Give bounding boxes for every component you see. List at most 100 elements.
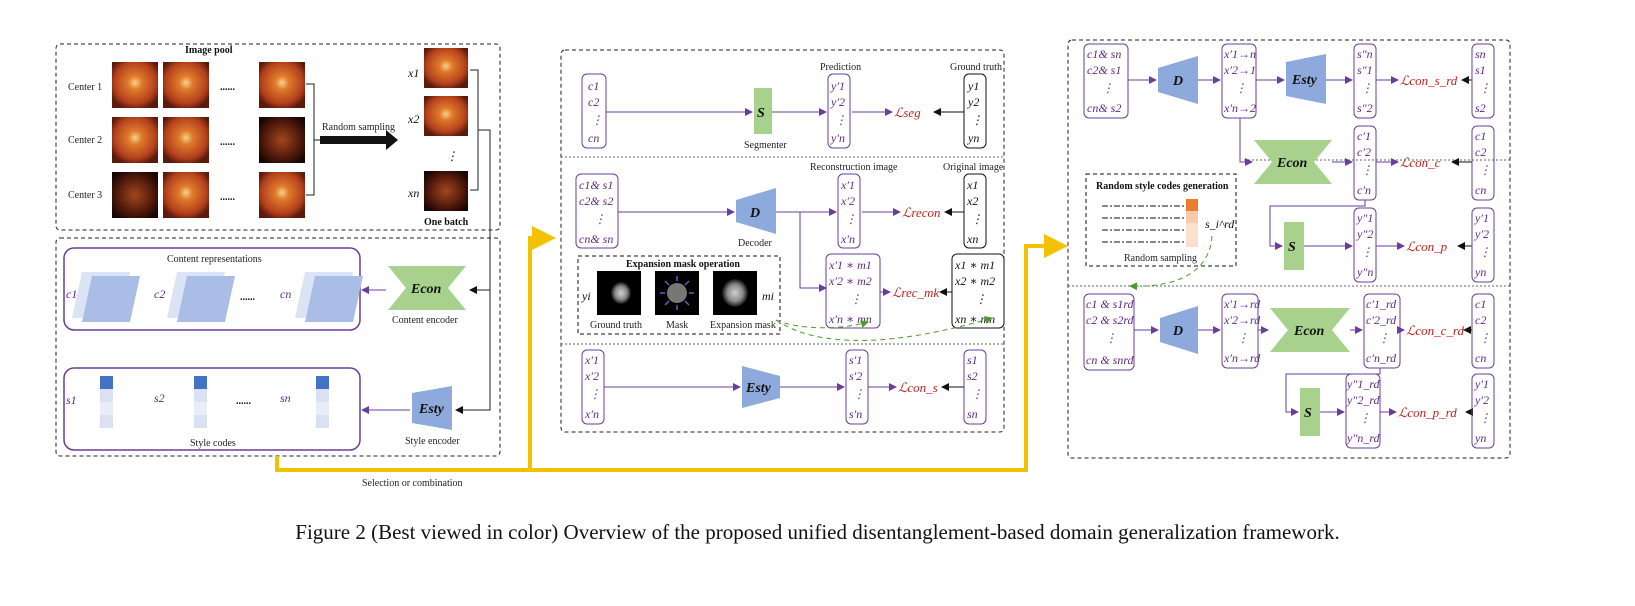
rt-style-pred-2: ⋮ (1361, 81, 1373, 95)
rb-seg-gt-3: yn (1474, 431, 1486, 445)
rb-content-pred-2: ⋮ (1378, 331, 1390, 345)
seg-input-3: cn (588, 131, 599, 145)
recon-input-0: c1& s1 (579, 178, 613, 192)
prediction-0: y′1 (830, 79, 845, 93)
seg-input-1: c2 (588, 95, 599, 109)
recon-2: ⋮ (845, 212, 857, 226)
rt-swapped-2: ⋮ (1235, 81, 1247, 95)
rb-content-gt-2: ⋮ (1479, 331, 1491, 345)
style-gt-2: ⋮ (971, 387, 983, 401)
rt-content-pred-1: c′2 (1357, 145, 1371, 159)
prediction-2: ⋮ (835, 113, 847, 127)
rt-seg-pred-0: y″1 (1356, 211, 1373, 225)
rb-seg-pred-0: y″1_rd (1346, 377, 1381, 391)
rt-seg-label: S (1288, 240, 1296, 255)
content-cn: cn (280, 287, 291, 301)
rt-seg-pred-2: ⋮ (1361, 245, 1373, 259)
rb-swapped-3: x′n→rd (1223, 351, 1261, 365)
content-encoder-net-label: Econ (410, 282, 442, 297)
rb-seg-pred-1: y″2_rd (1346, 393, 1381, 407)
orig-0: x1 (966, 178, 978, 192)
rt-decoder-label: D (1172, 74, 1183, 89)
expansion-output: mi (762, 289, 774, 303)
encoder-panel: Content representations c1 c2 ...... cn … (55, 237, 501, 457)
rt-input-2: ⋮ (1102, 81, 1114, 95)
style-gt-3: sn (967, 407, 978, 421)
recon-input-2: ⋮ (594, 212, 606, 226)
rt-content-pred-2: ⋮ (1361, 163, 1373, 177)
rb-swapped-2: ⋮ (1237, 331, 1249, 345)
rt-style-pred-0: s″n (1357, 47, 1373, 61)
loss-con-p: ℒcon_p (1406, 239, 1448, 254)
style-gt-1: s2 (967, 369, 978, 383)
rb-input-0: c1 & s1rd (1086, 297, 1135, 311)
rb-input-3: cn & snrd (1086, 353, 1135, 367)
style-input-1: x′2 (584, 369, 599, 383)
rb-decoder-label: D (1172, 324, 1183, 339)
style-gt-0: s1 (967, 353, 978, 367)
center-3-label: Center 3 (68, 190, 102, 201)
content-c1: c1 (66, 287, 77, 301)
gt-3: yn (967, 131, 979, 145)
rt-swapped-3: x′n→2 (1223, 101, 1256, 115)
batch-x1: x1 (407, 66, 419, 80)
decoder-net-label: D (749, 206, 760, 221)
ellipsis-row-3: ...... (220, 192, 236, 203)
rt-content-gt-2: ⋮ (1479, 163, 1491, 177)
style-input-2: ⋮ (589, 387, 601, 401)
recon-3: x′n (840, 232, 855, 246)
rb-seg-net (1300, 388, 1320, 436)
batch-vdots: ⋮ (446, 149, 458, 163)
gt-0: y1 (967, 79, 979, 93)
masked-orig-0: x1 ∗ m1 (954, 258, 995, 272)
rt-style-gt-0: sn (1475, 47, 1486, 61)
rt-seg-pred-1: y″2 (1356, 227, 1373, 241)
style-encoder-net-label: Esty (418, 402, 445, 417)
rt-content-pred-0: c′1 (1357, 129, 1371, 143)
framework-diagram: Image pool Center 1 Center 2 Center 3 ..… (55, 39, 1511, 489)
ellipsis-row-1: ...... (220, 82, 236, 93)
rt-seg-gt-2: ⋮ (1479, 245, 1491, 259)
rb-content-gt-3: cn (1475, 351, 1486, 365)
rt-content-pred-3: c′n (1357, 183, 1371, 197)
rb-econ-label: Econ (1293, 324, 1325, 339)
rb-seg-gt-2: ⋮ (1479, 411, 1491, 425)
rt-input-3: cn& s2 (1087, 101, 1121, 115)
prediction-3: y′n (830, 131, 845, 145)
random-sampling-label-right: Random sampling (1124, 253, 1197, 264)
prediction-title: Prediction (820, 62, 861, 73)
fundus-thumbnails (112, 48, 468, 218)
masked-pred-0: x′1 ∗ m1 (828, 258, 872, 272)
rb-seg-pred-2: ⋮ (1359, 411, 1371, 425)
random-sampling-lines (1102, 205, 1186, 243)
right-panel: c1& sn c2& s1 ⋮ cn& s2 D x′1→n x′2→1 ⋮ x… (1067, 39, 1511, 459)
rb-econ-net (1270, 308, 1350, 352)
segmenter-net-label: S (757, 106, 765, 121)
recon-1: x′2 (840, 194, 855, 208)
rt-style-gt-2: ⋮ (1479, 81, 1491, 95)
content-ellipsis: ...... (240, 292, 256, 303)
figure-caption: Figure 2 (Best viewed in color) Overview… (295, 520, 1340, 544)
loss-con-c: ℒcon_c (1400, 155, 1441, 170)
masked-pred-3: x′n ∗ mn (828, 312, 872, 326)
expansion-label-mask: Mask (666, 320, 688, 331)
batch-xn: xn (407, 186, 419, 200)
random-style-output: s_i^rd (1205, 217, 1235, 231)
style-s2: s2 (154, 391, 165, 405)
loss-seg: ℒseg (894, 105, 921, 120)
expansion-label-expanded: Expansion mask (710, 320, 776, 331)
batch-x2: x2 (407, 112, 419, 126)
loss-con-c-rd: ℒcon_c_rd (1406, 323, 1464, 338)
rt-swapped-1: x′2→1 (1223, 63, 1256, 77)
middle-panel: c1 c2 ⋮ cn S Segmenter Prediction y′1 y′… (560, 49, 1005, 433)
rb-content-pred-1: c′2_rd (1366, 313, 1397, 327)
rb-content-pred-3: c′n_rd (1366, 351, 1397, 365)
style-input-3: x′n (584, 407, 599, 421)
recon-title: Reconstruction image (810, 162, 898, 173)
rt-content-gt-1: c2 (1475, 145, 1486, 159)
rb-seg-label: S (1304, 406, 1312, 421)
style-codes-label: Style codes (190, 438, 236, 449)
recon-0: x′1 (840, 178, 855, 192)
orig-2: ⋮ (971, 212, 983, 226)
style-code-vectors (100, 376, 329, 428)
